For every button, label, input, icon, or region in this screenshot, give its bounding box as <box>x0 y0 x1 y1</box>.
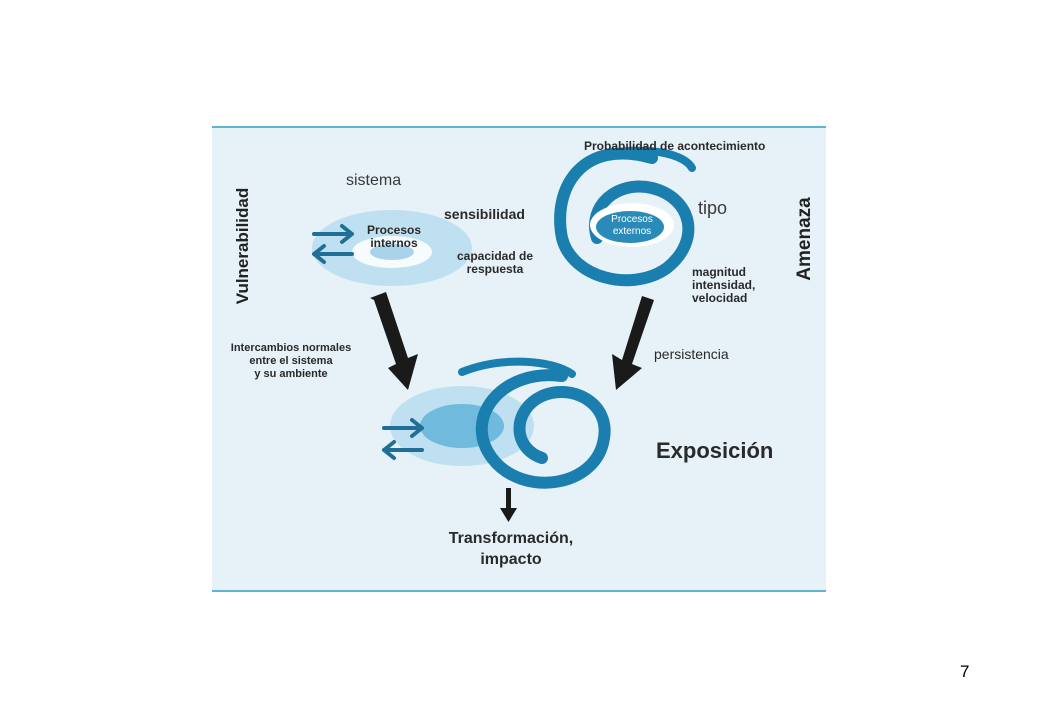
magnitude-line2: intensidad, <box>692 278 756 292</box>
exchange-arrows-bottom-icon <box>382 418 424 460</box>
external-process-spiral-icon <box>554 146 696 287</box>
sensitivity-label: sensibilidad <box>444 206 525 222</box>
page-number: 7 <box>960 662 970 681</box>
exposure-label: Exposición <box>656 438 774 463</box>
impact-line1: Transformación, <box>448 530 574 547</box>
impact-label: Transformación, impacto <box>426 528 596 570</box>
black-arrow-left-icon <box>370 292 418 390</box>
internal-process-label: Procesos internos <box>362 224 426 250</box>
black-arrow-right-icon <box>612 296 654 390</box>
diagram-graphics <box>312 146 696 522</box>
vulnerability-label: Vulnerabilidad <box>233 187 252 305</box>
internal-process-shape <box>312 210 472 286</box>
response-capacity-label: capacidad de respuesta <box>444 250 546 276</box>
magnitude-line3: velocidad <box>692 291 748 305</box>
system-label: sistema <box>346 172 402 189</box>
persistence-label: persistencia <box>654 346 729 362</box>
external-process-line1: Procesos <box>611 214 653 225</box>
exchanges-line1: Intercambios normales <box>230 342 352 354</box>
probability-label: Probabilidad de acontecimiento <box>584 139 766 153</box>
external-process-line2: externos <box>612 226 652 237</box>
internal-process-line1: Procesos <box>366 223 422 237</box>
magnitude-line1: magnitud <box>692 265 746 279</box>
external-process-label: Procesos externos <box>600 214 664 238</box>
external-process-core-fill <box>596 211 664 243</box>
threat-label: Amenaza <box>794 197 815 281</box>
exchange-arrows-icon <box>312 224 354 264</box>
impact-line2: impacto <box>480 551 542 568</box>
exchanges-line2: entre el sistema <box>249 355 333 367</box>
impact-arrow-icon <box>500 488 517 522</box>
type-label: tipo <box>698 198 728 218</box>
internal-process-line2: internos <box>370 236 418 250</box>
magnitude-label: magnitud intensidad, velocidad <box>692 266 755 305</box>
response-capacity-line2: respuesta <box>466 262 524 276</box>
exposure-spiral-icon <box>458 357 611 489</box>
exchanges-line3: y su ambiente <box>254 368 328 380</box>
diagram-panel: Vulnerabilidad Amenaza sistema Procesos … <box>212 126 826 592</box>
response-capacity-line1: capacidad de <box>456 249 534 263</box>
exchanges-label: Intercambios normales entre el sistema y… <box>216 342 366 381</box>
